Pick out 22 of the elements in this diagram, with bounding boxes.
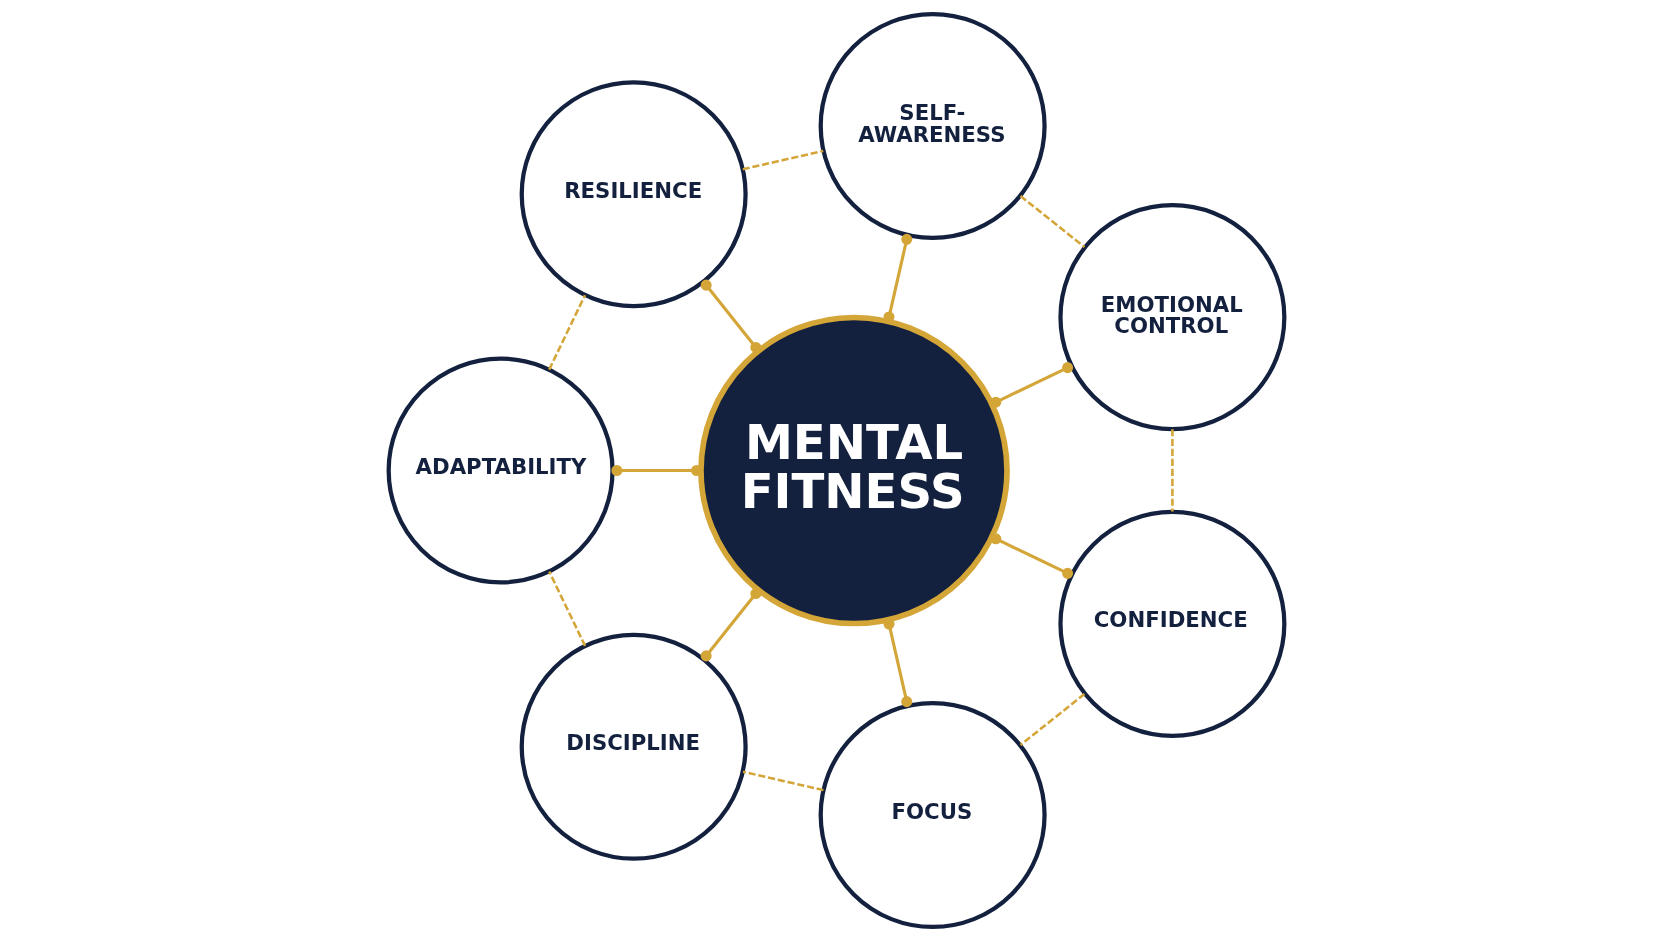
connector <box>547 571 586 647</box>
connector <box>1170 429 1174 512</box>
node-circle: MENTAL FITNESS <box>697 314 1010 627</box>
connector <box>883 618 912 708</box>
connector <box>989 533 1073 579</box>
node-circle: FOCUS <box>818 701 1047 930</box>
connector <box>742 770 824 792</box>
node-circle: SELF- AWARENESS <box>818 11 1047 240</box>
connector <box>742 149 823 171</box>
connector <box>1019 195 1085 249</box>
node-circle: CONFIDENCE <box>1057 509 1286 738</box>
connector <box>883 233 912 323</box>
node-circle: EMOTIONAL CONTROL <box>1057 203 1286 432</box>
node-circle: ADAPTABILITY <box>386 356 615 585</box>
connector <box>989 362 1073 408</box>
connector <box>547 294 586 371</box>
connector <box>1019 692 1085 746</box>
node-circle: DISCIPLINE <box>519 632 748 861</box>
connector <box>700 588 761 662</box>
node-circle: RESILIENCE <box>519 80 748 309</box>
connector <box>610 464 702 476</box>
connector <box>700 279 761 353</box>
